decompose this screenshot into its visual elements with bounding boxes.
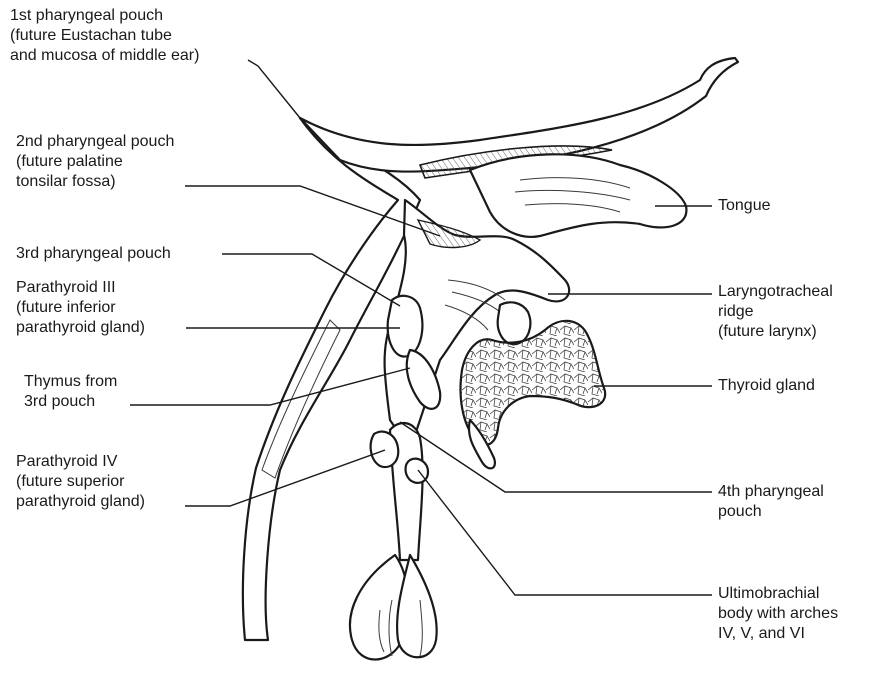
label-fourth-pharyngeal-pouch: 4th pharyngeal pouch	[718, 482, 824, 522]
label-thyroid-gland: Thyroid gland	[718, 376, 815, 396]
third-pouch	[388, 296, 423, 357]
label-laryngotracheal-ridge: Laryngotracheal ridge (future larynx)	[718, 282, 833, 342]
leader-pouch1	[248, 60, 300, 118]
tongue-shape	[470, 154, 686, 237]
label-thymus: Thymus from 3rd pouch	[24, 372, 117, 412]
label-ultimobranchial-body: Ultimobrachial body with arches IV, V, a…	[718, 584, 838, 644]
leader-ultimo	[418, 470, 712, 595]
parathyroid-iv	[371, 432, 399, 467]
leader-thymus	[130, 368, 410, 405]
label-parathyroid-iii: Parathyroid III (future inferior parathy…	[16, 278, 145, 338]
label-tongue: Tongue	[718, 196, 771, 216]
label-second-pharyngeal-pouch: 2nd pharyngeal pouch (future palatine to…	[16, 132, 174, 192]
label-parathyroid-iv: Parathyroid IV (future superior parathyr…	[16, 452, 145, 512]
leader-pouch4	[400, 422, 712, 492]
label-third-pharyngeal-pouch: 3rd pharyngeal pouch	[16, 244, 171, 264]
thyroid-gland-shape	[461, 321, 606, 445]
label-first-pharyngeal-pouch: 1st pharyngeal pouch (future Eustachan t…	[10, 6, 199, 66]
laryngotracheal-ridge	[498, 302, 531, 344]
